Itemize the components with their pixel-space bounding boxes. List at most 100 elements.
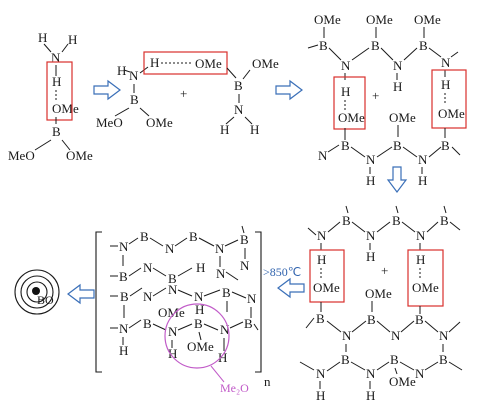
atom-h: H xyxy=(168,346,177,361)
bond xyxy=(376,320,391,333)
bond xyxy=(376,221,391,233)
highlight-box xyxy=(333,76,366,130)
atom-n: N xyxy=(194,289,204,304)
atom-n: N xyxy=(439,328,449,343)
atom-n: N xyxy=(143,260,153,275)
bond xyxy=(326,320,342,333)
atom-b: B xyxy=(390,352,399,367)
atom-ome: OMe xyxy=(313,280,340,295)
bond xyxy=(350,146,366,158)
atom-h: H xyxy=(38,30,47,45)
atom-ome: OMe xyxy=(438,106,465,121)
bond xyxy=(224,239,239,247)
bond xyxy=(244,116,253,125)
bond xyxy=(128,237,139,245)
highlight-box xyxy=(309,249,345,303)
stage-5-network: n N B N B N B B N B H N N B N xyxy=(95,225,271,395)
atom-n: N xyxy=(119,321,129,336)
bond xyxy=(399,361,415,371)
bond xyxy=(424,361,439,371)
atom-n: N xyxy=(215,241,225,256)
bond xyxy=(242,69,251,80)
stage-3-chains: OMe OMe OMe B B B N N N H H OMe + H OMe xyxy=(307,12,467,188)
bond xyxy=(225,271,239,281)
atom-n: N xyxy=(342,328,352,343)
bond xyxy=(123,69,131,73)
bond xyxy=(61,139,71,151)
particle-shell-middle xyxy=(20,275,54,309)
bond xyxy=(226,67,237,79)
bond xyxy=(351,47,370,61)
bond xyxy=(327,144,340,153)
bond xyxy=(198,237,215,247)
bond xyxy=(448,321,461,333)
atom-ome: OMe xyxy=(52,101,79,116)
stage-1-dimer: H H N H OMe B MeO OMe xyxy=(8,30,93,163)
bond xyxy=(203,323,219,331)
atom-h: H xyxy=(195,302,204,317)
atom-b: B xyxy=(367,312,376,327)
plus-sign: + xyxy=(372,88,379,103)
bond xyxy=(448,361,463,371)
repeat-subscript: n xyxy=(264,374,271,389)
atom-b: B xyxy=(439,352,448,367)
atom-h: H xyxy=(317,252,326,267)
plus-sign: + xyxy=(180,86,187,101)
highlight-box xyxy=(46,61,73,121)
atom-ome: OMe xyxy=(146,115,173,130)
atom-h: H xyxy=(117,63,126,78)
atom-b: B xyxy=(120,289,129,304)
bond xyxy=(241,225,245,234)
atom-n: N xyxy=(240,258,250,273)
bond xyxy=(402,146,418,158)
bond xyxy=(177,289,193,297)
bond xyxy=(328,47,342,61)
bond xyxy=(225,116,235,125)
atom-b: B xyxy=(341,138,350,153)
bond xyxy=(345,205,349,214)
atom-n: N xyxy=(247,291,257,306)
atom-n: N xyxy=(391,328,401,343)
bond xyxy=(428,146,442,158)
atom-n: N xyxy=(165,241,175,256)
atom-b: B xyxy=(341,352,350,367)
bond xyxy=(351,221,366,233)
atom-ome: OMe xyxy=(252,56,279,71)
atom-b: B xyxy=(415,312,424,327)
atom-n: N xyxy=(220,322,230,337)
atom-n: N xyxy=(366,366,376,381)
bond xyxy=(443,205,447,214)
atom-b: B xyxy=(140,229,149,244)
bond xyxy=(177,267,193,277)
bond xyxy=(307,44,319,49)
bond xyxy=(394,367,398,375)
atom-n: N xyxy=(341,58,351,73)
stage-4-chains: N B N H B N B H OMe + H OMe OMe B xyxy=(299,205,463,403)
atom-n: N xyxy=(143,289,153,304)
atom-b: B xyxy=(393,138,402,153)
bond xyxy=(449,221,461,231)
atom-n: N xyxy=(415,366,425,381)
bond xyxy=(327,221,341,233)
atom-n: N xyxy=(441,55,451,70)
bond xyxy=(177,323,193,331)
bond xyxy=(229,321,244,329)
atom-b: B xyxy=(52,124,61,139)
atom-b: B xyxy=(189,229,198,244)
bond xyxy=(129,287,143,297)
bond xyxy=(128,267,142,277)
atom-b: B xyxy=(342,213,351,228)
bond xyxy=(43,43,52,53)
atom-ome: OMe xyxy=(414,12,441,27)
highlight-box xyxy=(407,249,444,307)
atom-meo: MeO xyxy=(8,148,35,163)
bond xyxy=(253,323,259,331)
highlight-box xyxy=(431,69,467,129)
atom-b: B xyxy=(194,316,203,331)
bond xyxy=(152,267,167,277)
bond xyxy=(350,361,366,371)
elimination-pointer xyxy=(210,365,225,383)
atom-n: N xyxy=(119,239,129,254)
atom-b: B xyxy=(234,78,243,93)
